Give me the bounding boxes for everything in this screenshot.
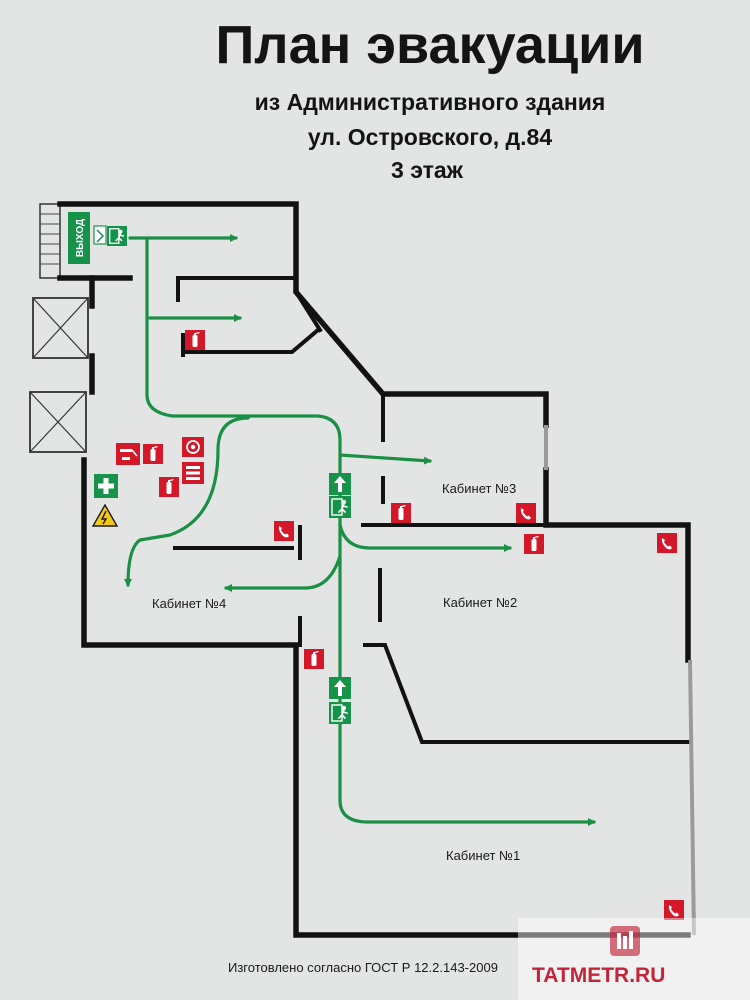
room-label-cabinet-2: Кабинет №2 (443, 595, 517, 610)
running-man-icon (329, 496, 351, 518)
building-logo-icon (610, 926, 640, 956)
fire-extinguisher-icon (524, 534, 544, 554)
building-walls (57, 201, 691, 938)
fire-extinguisher-icon (159, 477, 179, 497)
fire-phone-icon (657, 533, 677, 553)
exit-sign-label: ВЫХОД (75, 219, 86, 257)
electrical-hazard-icon (91, 503, 119, 527)
fire-extinguisher-icon (185, 330, 205, 350)
running-man-icon (107, 226, 127, 246)
watermark-text: TATMETR.RU (532, 964, 665, 987)
fire-extinguisher-icon (143, 444, 163, 464)
fire-alarm-icon (182, 437, 204, 457)
fire-extinguisher-icon (391, 503, 411, 523)
fire-phone-icon (516, 503, 536, 523)
direction-arrow-icon (329, 677, 351, 699)
first-aid-icon (94, 474, 118, 498)
staircase (39, 203, 61, 279)
running-man-icon (329, 702, 351, 724)
fire-phone-icon (274, 521, 294, 541)
plan-subtitle-address: ул. Островского, д.84 (308, 124, 552, 150)
fire-extinguisher-icon (304, 649, 324, 669)
fire-hydrant-icon (182, 462, 204, 484)
room-label-cabinet-1: Кабинет №1 (446, 848, 520, 863)
plan-title: План эвакуации (215, 15, 644, 75)
fire-phone-icon (664, 900, 684, 920)
elevator-shaft-lower (29, 391, 87, 453)
plan-subtitle-building: из Административного здания (255, 89, 606, 115)
exit-sign-icon: ВЫХОД (68, 212, 107, 264)
evacuation-routes (124, 234, 596, 826)
room-label-cabinet-3: Кабинет №3 (442, 481, 516, 496)
direction-arrow-icon (329, 473, 351, 495)
fire-hydrant-icon (116, 443, 140, 465)
room-label-cabinet-4: Кабинет №4 (152, 596, 226, 611)
plan-subtitle-floor: 3 этаж (391, 157, 464, 183)
elevator-shaft-upper (32, 297, 89, 359)
footer-standard-note: Изготовлено согласно ГОСТ Р 12.2.143-200… (228, 960, 498, 975)
windows (544, 425, 696, 936)
watermark: TATMETR.RU (518, 918, 750, 1000)
